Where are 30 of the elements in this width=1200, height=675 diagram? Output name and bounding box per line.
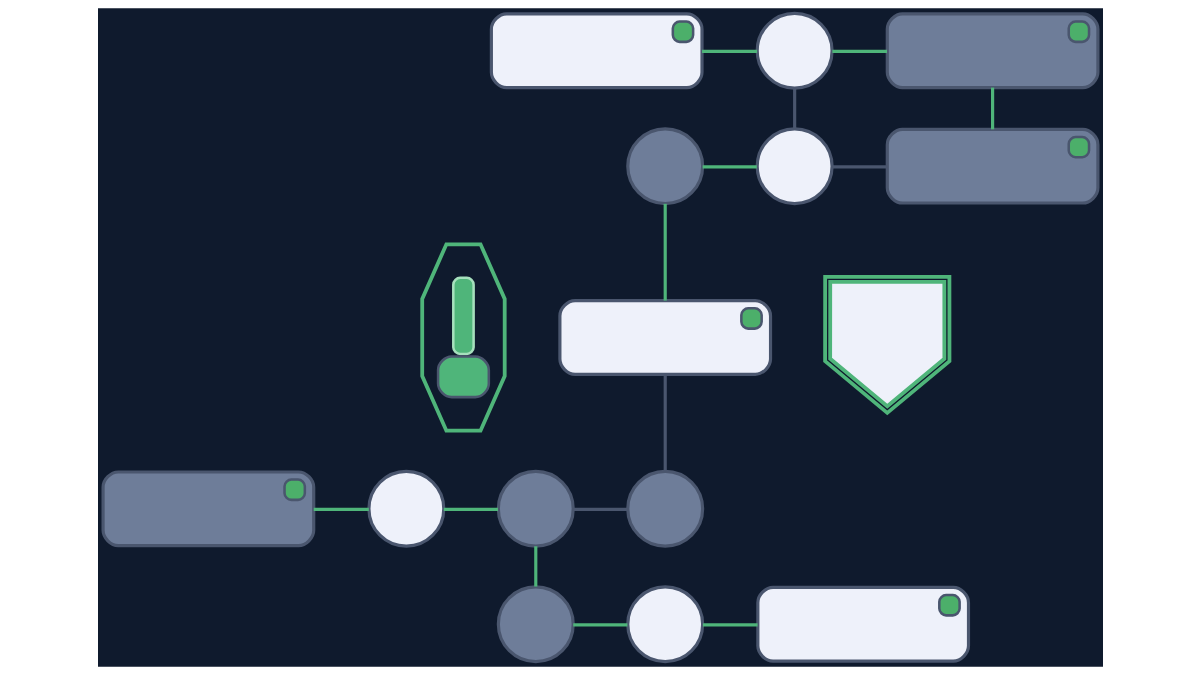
connector: [702, 623, 758, 627]
node-box: [885, 127, 1099, 205]
node-box: [755, 585, 970, 663]
node-box: [489, 12, 704, 90]
connector: [831, 49, 887, 53]
node-box: [101, 470, 315, 548]
node-circle: [755, 11, 834, 90]
connector: [572, 507, 627, 511]
node-circle: [496, 585, 575, 664]
node-circle: [625, 469, 704, 548]
connector: [443, 507, 498, 511]
node-picture: [822, 274, 951, 416]
connector: [990, 87, 994, 130]
connector: [313, 507, 369, 511]
connector: [702, 165, 757, 169]
connector: [792, 88, 796, 129]
connector: [572, 623, 627, 627]
node-box: [557, 299, 772, 376]
connector: [663, 203, 667, 301]
node-box: [885, 12, 1099, 90]
connector: [533, 546, 537, 587]
node-circle: [625, 585, 704, 664]
connector: [701, 49, 757, 53]
node-picture: [419, 242, 507, 433]
node-circle: [755, 127, 834, 206]
node-circle: [496, 469, 575, 548]
connector: [663, 374, 667, 472]
connector: [831, 165, 887, 169]
node-circle: [625, 127, 704, 206]
node-circle: [366, 469, 445, 548]
